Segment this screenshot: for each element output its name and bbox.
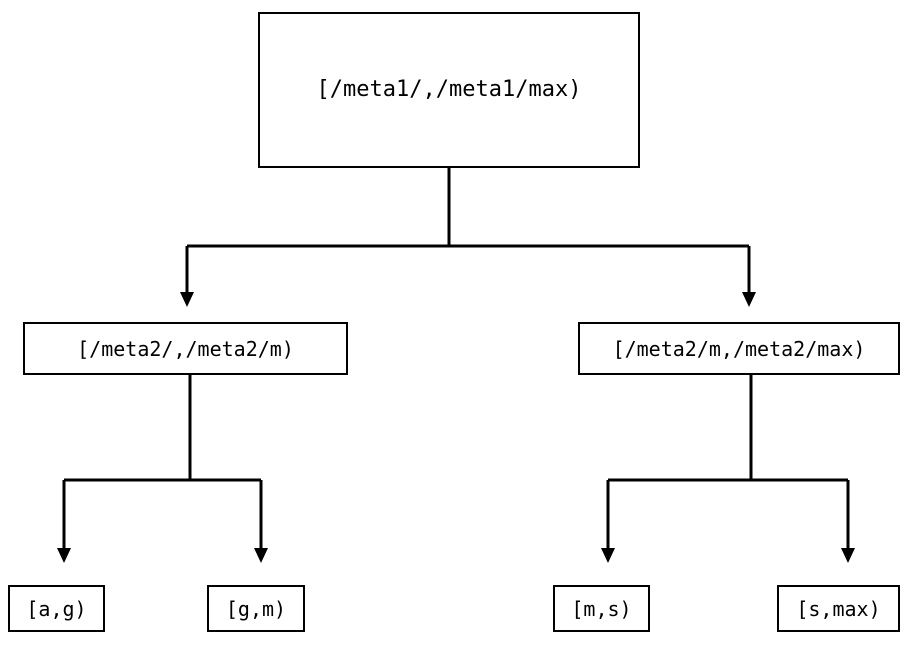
- arrowhead-to-leaf-ms: [601, 548, 615, 563]
- tree-node-root[interactable]: [/meta1/,/meta1/max): [258, 12, 640, 168]
- tree-node-leaf-gm-label: [g,m): [225, 596, 287, 621]
- tree-node-leaf-smax-label: [s,max): [796, 596, 881, 621]
- tree-node-right-mid-label: [/meta2/m,/meta2/max): [612, 336, 866, 361]
- arrowhead-to-leaf-ag: [57, 548, 71, 563]
- tree-node-leaf-gm[interactable]: [g,m): [207, 585, 305, 632]
- tree-node-left-mid-label: [/meta2/,/meta2/m): [77, 336, 294, 361]
- tree-node-left-mid[interactable]: [/meta2/,/meta2/m): [23, 322, 348, 375]
- tree-node-leaf-ag-label: [a,g): [26, 596, 87, 621]
- arrowhead-to-left-mid: [180, 292, 194, 307]
- tree-node-root-label: [/meta1/,/meta1/max): [316, 77, 582, 102]
- tree-node-leaf-ms-label: [m,s): [571, 596, 632, 621]
- tree-node-leaf-smax[interactable]: [s,max): [777, 585, 900, 632]
- tree-node-leaf-ms[interactable]: [m,s): [553, 585, 650, 632]
- arrowhead-to-leaf-gm: [254, 548, 268, 563]
- tree-node-right-mid[interactable]: [/meta2/m,/meta2/max): [578, 322, 900, 375]
- arrowhead-to-right-mid: [742, 292, 756, 307]
- tree-node-leaf-ag[interactable]: [a,g): [8, 585, 105, 632]
- arrowhead-to-leaf-smax: [841, 548, 855, 563]
